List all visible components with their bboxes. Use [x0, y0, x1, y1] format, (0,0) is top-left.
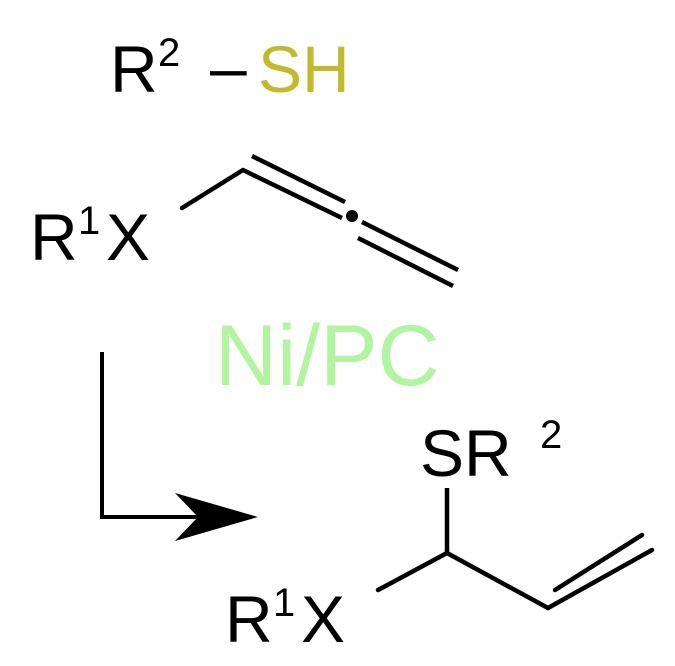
arrow-shaft	[100, 352, 200, 519]
thiol-dash: –	[210, 30, 247, 104]
allene-double-bond-2a	[360, 219, 460, 273]
catalyst-label: Ni/PC	[215, 308, 440, 404]
product-x-label: X	[301, 582, 345, 656]
allene-central-carbon-dot	[346, 210, 358, 222]
product-vinyl-bond-b	[552, 532, 645, 593]
product-r-superscript: 1	[273, 581, 295, 625]
product-x-c-bond	[375, 550, 450, 593]
thiol-sh-label: SH	[258, 32, 350, 106]
allene-single-bond	[179, 167, 246, 211]
product-c-c-bond	[444, 550, 551, 611]
product-vinyl-bond-a	[545, 547, 655, 611]
thiol-r-label: R	[110, 32, 158, 106]
allene-double-bond-1b	[251, 153, 346, 205]
allene-double-bond-2b	[356, 235, 455, 289]
allene-x-label: X	[106, 200, 150, 274]
product-sr-superscript: 2	[540, 413, 562, 457]
product-r-label: R	[225, 582, 273, 656]
product-sr-label: SR	[420, 416, 512, 490]
allene-r-superscript: 1	[78, 199, 100, 243]
allylic-sulfide-product: SR 2 R 1 X	[225, 413, 655, 656]
reaction-arrow	[100, 352, 258, 541]
arrow-head	[175, 493, 258, 541]
allene-substrate: R 1 X	[30, 153, 460, 289]
allene-double-bond-1a	[242, 167, 343, 221]
thiol-r-superscript: 2	[158, 31, 180, 75]
thiol-reagent: R 2 – SH	[110, 30, 350, 106]
allene-r-label: R	[30, 200, 78, 274]
